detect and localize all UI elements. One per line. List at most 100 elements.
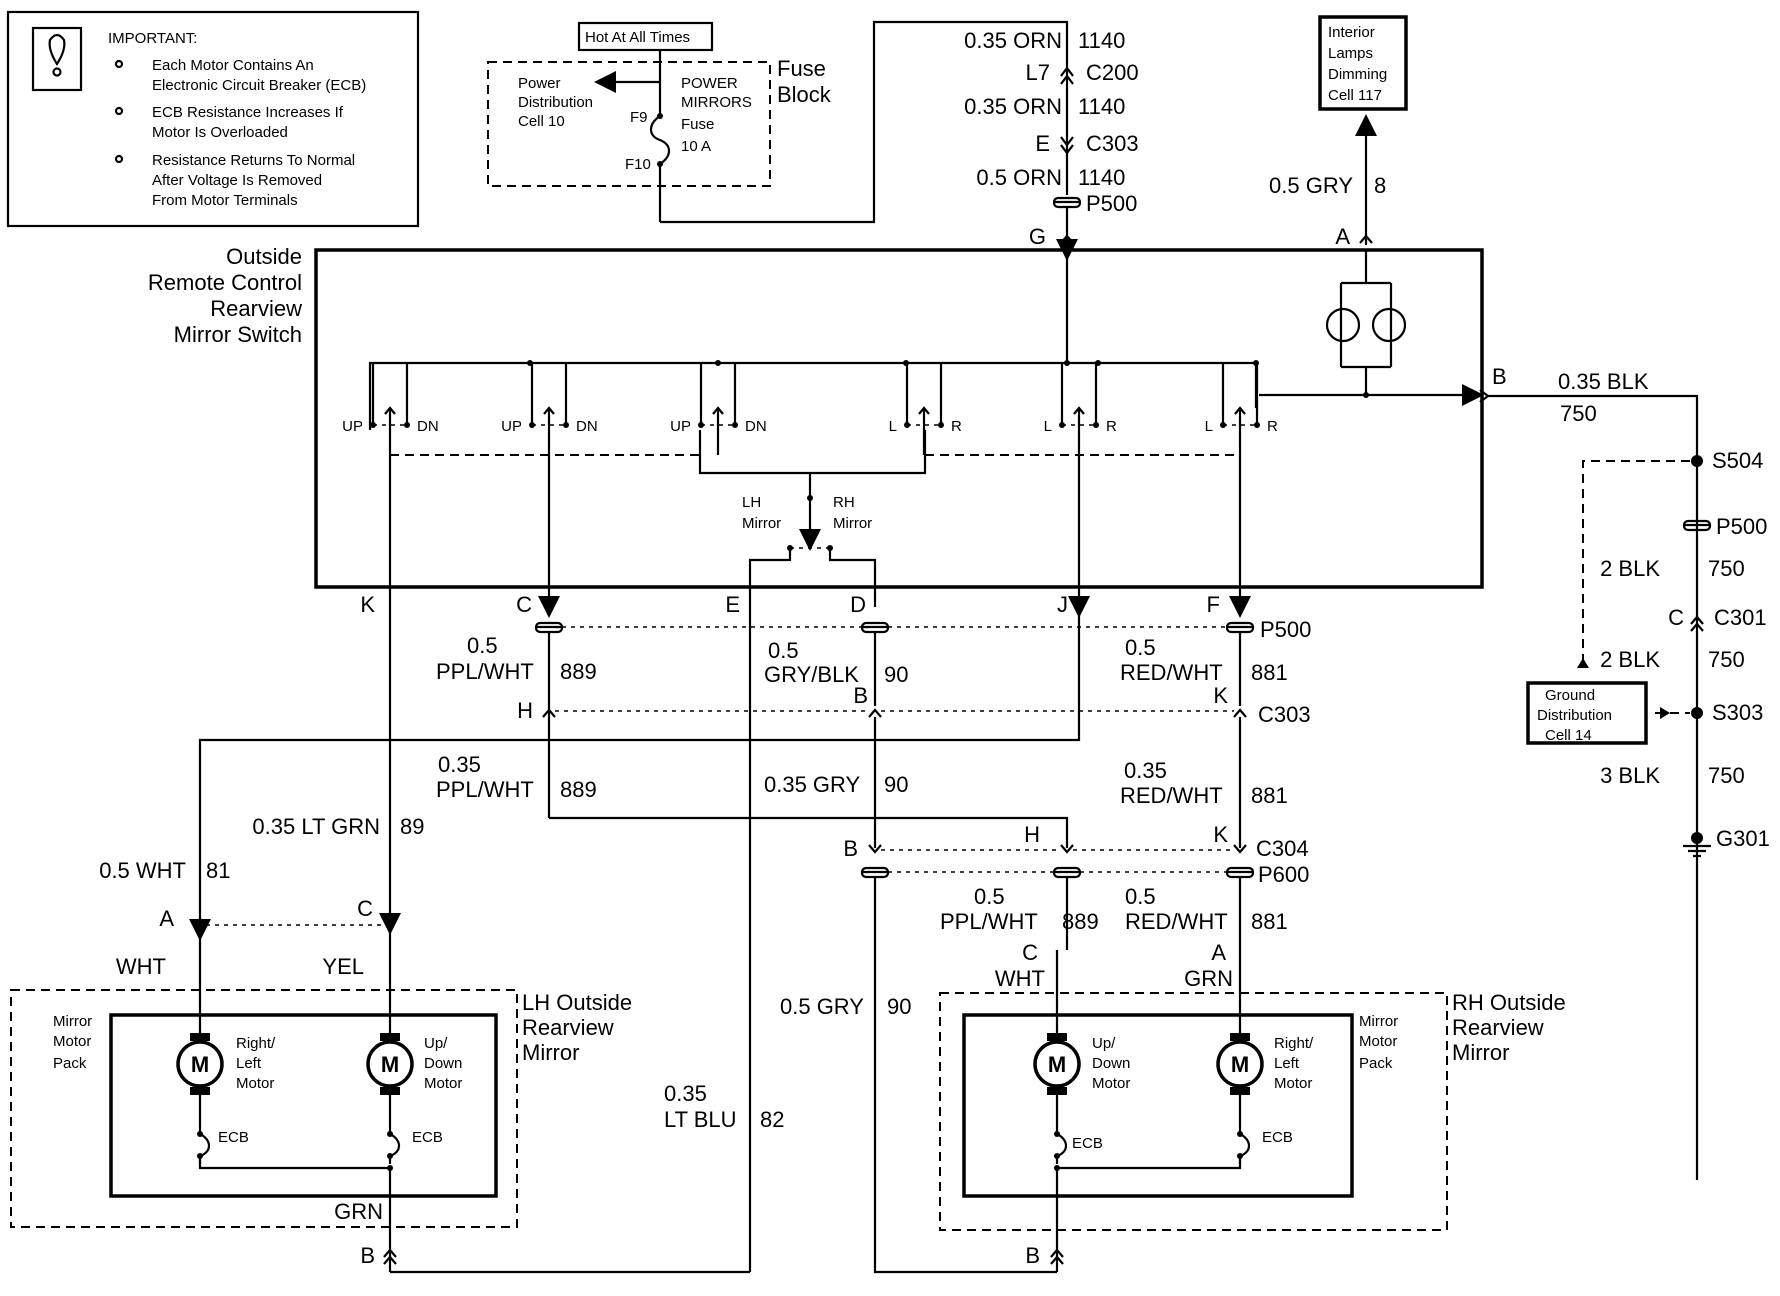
- svg-text:0.5 ORN: 0.5 ORN: [976, 165, 1062, 190]
- motor-icon: M: [1216, 1033, 1264, 1164]
- svg-text:0.5: 0.5: [768, 638, 799, 663]
- svg-text:Power: Power: [518, 75, 561, 92]
- svg-text:Pack: Pack: [1359, 1055, 1393, 1072]
- svg-text:YEL: YEL: [322, 954, 364, 979]
- svg-text:GRY/BLK: GRY/BLK: [764, 662, 859, 687]
- svg-text:M: M: [191, 1052, 209, 1077]
- svg-text:82: 82: [760, 1107, 784, 1132]
- fuse-symbol: [649, 115, 671, 165]
- important-note-4: Motor Is Overloaded: [152, 124, 288, 141]
- svg-text:B: B: [1025, 1243, 1040, 1268]
- svg-text:F9: F9: [630, 109, 648, 126]
- switch-label: UP: [342, 418, 363, 435]
- svg-text:B: B: [853, 683, 868, 708]
- svg-text:Distribution: Distribution: [518, 94, 593, 111]
- svg-text:889: 889: [560, 659, 597, 684]
- svg-text:0.5: 0.5: [974, 884, 1005, 909]
- svg-text:PPL/WHT: PPL/WHT: [436, 659, 534, 684]
- svg-text:C200: C200: [1086, 60, 1139, 85]
- svg-text:J: J: [1057, 592, 1068, 617]
- harness: P500 0.5 PPL/WHT 889 0.5 GRY/BLK 90 0.5 …: [99, 455, 1311, 1274]
- svg-text:0.35: 0.35: [1124, 758, 1167, 783]
- svg-text:0.35: 0.35: [664, 1081, 707, 1106]
- svg-text:3 BLK: 3 BLK: [1600, 763, 1660, 788]
- svg-text:89: 89: [400, 814, 424, 839]
- svg-text:B: B: [843, 836, 858, 861]
- svg-text:E: E: [725, 592, 740, 617]
- svg-text:881: 881: [1251, 660, 1288, 685]
- switch-label: UP: [501, 418, 522, 435]
- motor-icon: M: [176, 1033, 224, 1164]
- svg-text:WHT: WHT: [995, 966, 1045, 991]
- svg-text:Right/: Right/: [1274, 1035, 1314, 1052]
- svg-text:A: A: [159, 906, 174, 931]
- svg-text:90: 90: [887, 994, 911, 1019]
- svg-text:RH Outside: RH Outside: [1452, 990, 1566, 1015]
- svg-text:Mirror: Mirror: [1452, 1040, 1509, 1065]
- switch-output-pins: K C E D J F B: [360, 364, 1506, 617]
- svg-text:Rearview: Rearview: [1452, 1015, 1544, 1040]
- svg-text:Motor: Motor: [424, 1075, 462, 1092]
- svg-text:Fuse: Fuse: [681, 116, 714, 133]
- svg-text:881: 881: [1251, 783, 1288, 808]
- svg-text:Rearview: Rearview: [522, 1015, 614, 1040]
- svg-text:P600: P600: [1258, 862, 1309, 887]
- fuse-block: Hot At All Times Fuse Block Power Distri…: [487, 20, 1069, 224]
- svg-text:C301: C301: [1714, 605, 1767, 630]
- lamp-icon: [1325, 307, 1361, 343]
- svg-text:Interior: Interior: [1328, 24, 1375, 41]
- svg-text:Dimming: Dimming: [1328, 66, 1387, 83]
- svg-text:Mirror Switch: Mirror Switch: [174, 322, 302, 347]
- svg-text:RED/WHT: RED/WHT: [1125, 909, 1228, 934]
- svg-text:GRN: GRN: [1184, 966, 1233, 991]
- svg-text:Outside: Outside: [226, 244, 302, 269]
- feed-circuit: 0.35 ORN 1140 L7 C200 0.35 ORN 1140 E C3…: [964, 28, 1139, 250]
- svg-text:0.35 GRY: 0.35 GRY: [764, 772, 861, 797]
- svg-text:G301: G301: [1716, 826, 1770, 851]
- svg-text:Remote Control: Remote Control: [148, 270, 302, 295]
- svg-text:Mirror: Mirror: [53, 1013, 92, 1030]
- svg-text:H: H: [1024, 822, 1040, 847]
- svg-text:0.5: 0.5: [467, 633, 498, 658]
- svg-text:Lamps: Lamps: [1328, 45, 1373, 62]
- svg-text:C: C: [357, 896, 373, 921]
- mirror-switch: Outside Remote Control Rearview Mirror S…: [148, 239, 1484, 589]
- svg-text:Right/: Right/: [236, 1035, 276, 1052]
- svg-text:B: B: [1492, 364, 1507, 389]
- svg-text:0.5 GRY: 0.5 GRY: [780, 994, 864, 1019]
- svg-text:G: G: [1029, 224, 1046, 249]
- svg-text:Mirror: Mirror: [742, 515, 781, 532]
- svg-text:750: 750: [1708, 556, 1745, 581]
- svg-text:LH: LH: [742, 494, 761, 511]
- svg-text:B: B: [360, 1243, 375, 1268]
- svg-text:0.35 ORN: 0.35 ORN: [964, 94, 1062, 119]
- svg-text:K: K: [1213, 822, 1228, 847]
- svg-text:WHT: WHT: [116, 954, 166, 979]
- switch-label: DN: [417, 418, 439, 435]
- important-note-1: Each Motor Contains An: [152, 57, 314, 74]
- svg-text:Left: Left: [1274, 1055, 1300, 1072]
- svg-text:Ground: Ground: [1545, 687, 1595, 704]
- svg-text:RH: RH: [833, 494, 855, 511]
- svg-text:1140: 1140: [1078, 94, 1125, 119]
- svg-text:A: A: [1335, 224, 1350, 249]
- switch-contact-1: UP DN: [342, 363, 439, 455]
- svg-text:C303: C303: [1086, 131, 1139, 156]
- switch-label: R: [1106, 418, 1117, 435]
- svg-text:0.35: 0.35: [438, 752, 481, 777]
- svg-text:C304: C304: [1256, 836, 1309, 861]
- svg-text:C: C: [1668, 605, 1684, 630]
- svg-text:ECB: ECB: [1262, 1129, 1293, 1146]
- svg-text:C: C: [516, 592, 532, 617]
- important-note-box: IMPORTANT: Each Motor Contains An Electr…: [6, 10, 420, 228]
- caution-icon: [31, 26, 83, 92]
- svg-text:ECB: ECB: [1072, 1135, 1103, 1152]
- svg-text:0.35 LT GRN: 0.35 LT GRN: [252, 814, 380, 839]
- important-note-6: After Voltage Is Removed: [152, 172, 322, 189]
- fuse-block-label-2: Block: [777, 82, 832, 107]
- svg-text:M: M: [381, 1052, 399, 1077]
- ground-circuit: 0.35 BLK 750 S504 P500 2 BLK 750 C C301 …: [1488, 369, 1770, 1180]
- svg-text:0.5 GRY: 0.5 GRY: [1269, 173, 1353, 198]
- svg-text:750: 750: [1708, 763, 1745, 788]
- svg-text:0.5: 0.5: [1125, 635, 1156, 660]
